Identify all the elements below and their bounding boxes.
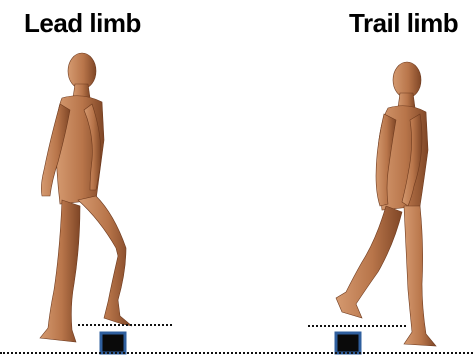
- ground-line: [0, 352, 473, 354]
- trail-limb-figure: [236, 0, 472, 358]
- lead-limb-panel: Lead limb: [0, 0, 236, 358]
- trail-leg: [336, 206, 402, 318]
- head: [393, 62, 421, 98]
- walking-figure-trail: [336, 62, 436, 346]
- obstacle: [101, 333, 125, 353]
- stance-leg: [404, 206, 436, 346]
- lead-leg: [78, 196, 132, 326]
- head: [68, 53, 96, 89]
- stance-leg: [40, 200, 80, 342]
- trail-limb-panel: Trail limb: [236, 0, 472, 358]
- walking-figure-lead: [40, 53, 132, 342]
- lead-limb-figure: [0, 0, 236, 358]
- obstacle: [336, 333, 360, 353]
